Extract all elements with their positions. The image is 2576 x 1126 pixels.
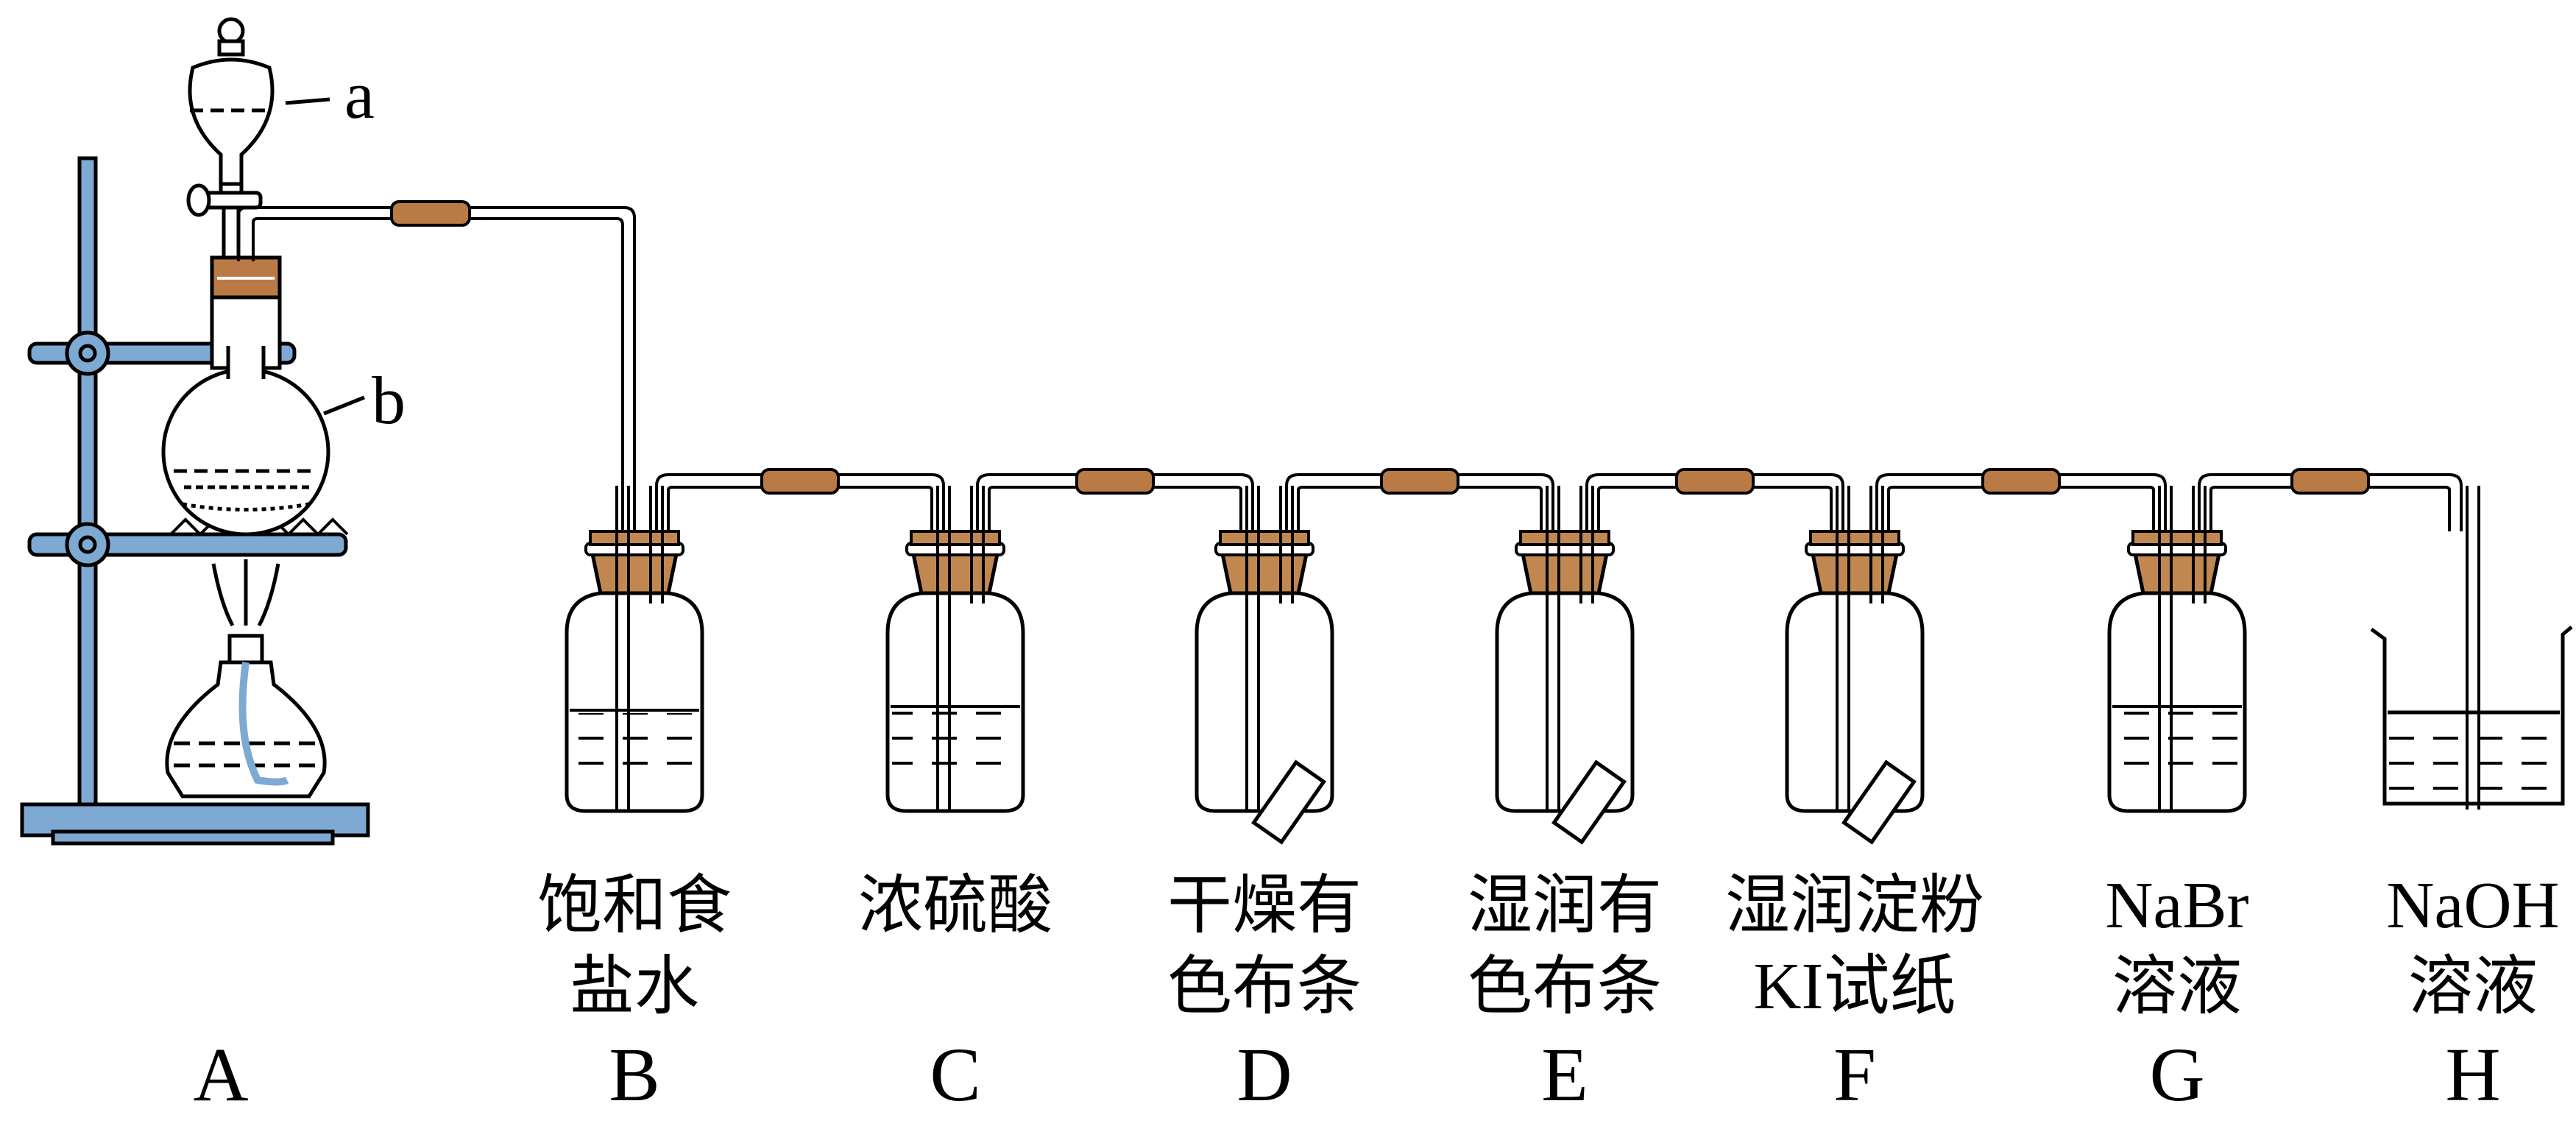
bottle-connectors [655, 468, 2463, 531]
reagent-b-line-2: 盐水 [570, 948, 699, 1024]
reagent-e-line-2: 色布条 [1468, 948, 1662, 1024]
beaker [2370, 486, 2573, 810]
reagent-f-line-1: 湿润淀粉 [1725, 867, 1984, 943]
station-label-e: E [1541, 1033, 1588, 1117]
station-label-g: G [2149, 1033, 2204, 1117]
callout-b: b [372, 363, 406, 438]
reagent-e-line-1: 湿润有 [1468, 867, 1662, 943]
reagent-g-line-2: 溶液 [2112, 948, 2242, 1024]
rubber-connector [1380, 468, 1459, 495]
reagent-g-line-1: NaBr [2106, 869, 2249, 942]
rubber-connector [1675, 468, 1755, 495]
reagent-labels: 饱和食盐水浓硫酸干燥有色布条湿润有色布条湿润淀粉KI试纸NaBr溶液NaOH溶液 [537, 867, 2559, 1024]
bottle-f [1785, 486, 1925, 845]
rubber-connector [760, 468, 840, 495]
gas-bottles [565, 468, 2463, 845]
rubber-connector [2290, 468, 2370, 495]
round-bottom-flask [161, 255, 365, 537]
reagent-f-line-2: KI试纸 [1754, 950, 1956, 1023]
reagent-h-line-1: NaOH [2387, 869, 2560, 942]
station-label-b: B [609, 1033, 659, 1117]
station-label-f: F [1833, 1033, 1876, 1117]
reagent-d-line-2: 色布条 [1167, 948, 1362, 1024]
station-label-a: A [193, 1033, 248, 1117]
rubber-connector [390, 200, 471, 227]
station-label-h: H [2445, 1033, 2500, 1117]
bottle-g [2107, 486, 2247, 813]
reagent-b-line-1: 饱和食 [537, 867, 732, 943]
bottle-c [885, 486, 1025, 813]
rubber-connector [1981, 468, 2061, 495]
callout-a: a [344, 57, 375, 132]
station-label-d: D [1236, 1033, 1292, 1117]
bottle-e [1495, 486, 1635, 845]
station-labels: A B C D E F G H [193, 1033, 2500, 1117]
reagent-d-line-1: 干燥有 [1167, 867, 1362, 943]
rubber-connector [1075, 468, 1155, 495]
reagent-c-line-1: 浓硫酸 [858, 867, 1052, 943]
bottle-b [565, 486, 704, 813]
bottle-d [1195, 486, 1334, 845]
reagent-h-line-2: 溶液 [2408, 948, 2538, 1024]
alcohol-lamp [165, 559, 327, 799]
station-label-c: C [930, 1033, 980, 1117]
